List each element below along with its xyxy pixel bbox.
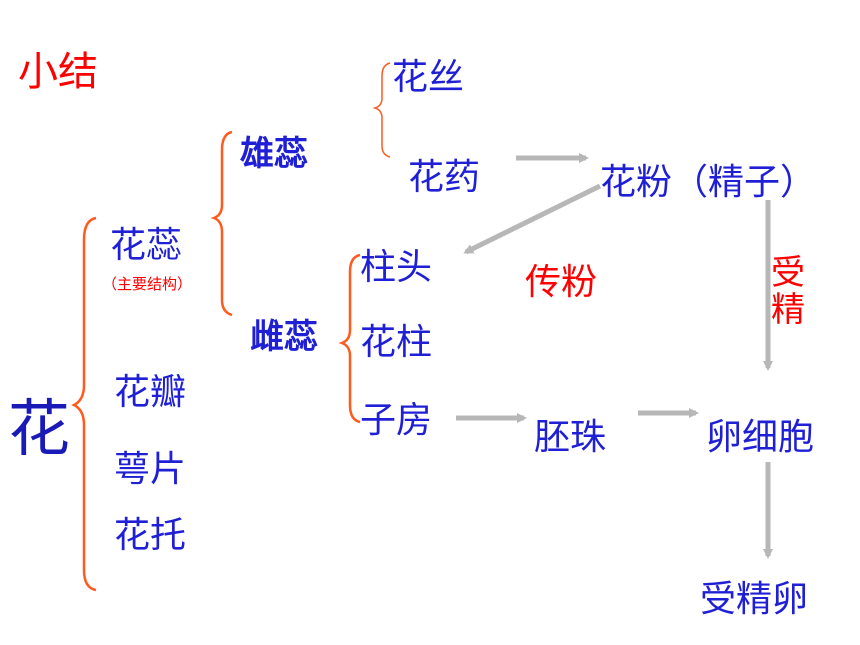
node-style: 花柱 — [360, 322, 433, 363]
label-pollination: 传粉 — [525, 262, 598, 303]
node-flower: 花 — [8, 392, 71, 465]
arrow-pollen-to-stigma — [463, 183, 602, 255]
node-anther: 花药 — [408, 157, 481, 198]
node-ovule: 胚珠 — [534, 417, 607, 458]
page-title: 小结 — [18, 49, 98, 95]
bracket-pistil — [338, 253, 361, 424]
node-filament: 花丝 — [392, 57, 465, 98]
bracket-flower — [71, 216, 97, 592]
node-huarui: 花蕊 — [110, 225, 183, 266]
node-stigma: 柱头 — [360, 247, 433, 288]
node-ovary: 子房 — [360, 400, 433, 441]
node-zygote: 受精卵 — [700, 579, 809, 620]
label-fertilization: 受精 — [771, 253, 805, 331]
node-petal: 花瓣 — [114, 372, 187, 413]
node-pistil: 雌蕊 — [250, 317, 318, 357]
bracket-stamen — [372, 62, 391, 158]
node-huarui-note: （主要结构） — [102, 275, 193, 293]
node-egg-cell: 卵细胞 — [706, 417, 815, 458]
node-receptacle: 花托 — [114, 515, 187, 556]
bracket-huarui — [210, 130, 233, 317]
node-pollen: 花粉（精子） — [600, 162, 817, 203]
node-sepal: 萼片 — [114, 449, 187, 490]
node-stamen: 雄蕊 — [240, 134, 308, 174]
